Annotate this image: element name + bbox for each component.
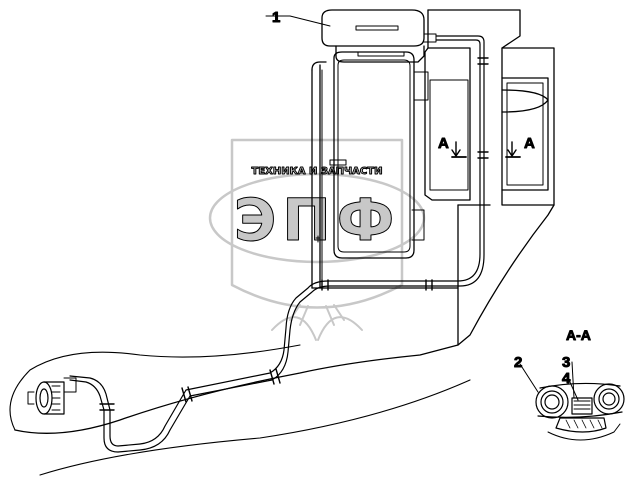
- body-outline: [14, 9, 555, 434]
- leader-3: [571, 361, 575, 399]
- leader-1: [265, 15, 331, 27]
- cab-door: [333, 51, 415, 259]
- ac-unit: [321, 9, 437, 63]
- callout-3: 3: [562, 354, 570, 371]
- section-markers: [451, 141, 521, 158]
- callout-2: 2: [514, 354, 522, 371]
- ac-unit-base: [335, 45, 425, 63]
- tractor-body: [9, 9, 555, 476]
- cab: [311, 47, 471, 289]
- watermark-main-text: ЭПФ: [234, 186, 401, 254]
- callout-leaders: [265, 15, 579, 401]
- pipe-main-outer: [69, 35, 485, 453]
- section-view: [535, 382, 625, 441]
- section-view-title: A-A: [566, 327, 591, 343]
- pipe-main-inner: [69, 39, 481, 447]
- callout-4: 4: [562, 370, 571, 387]
- callout-1: 1: [272, 9, 280, 26]
- compressor: [27, 377, 77, 415]
- leader-4: [568, 379, 579, 401]
- section-label-right: A: [524, 135, 535, 152]
- watermark-top-text: ТЕХНИКА И ЗАПЧАСТИ: [252, 166, 383, 177]
- leader-2: [519, 363, 539, 393]
- ac-unit-top: [321, 9, 425, 47]
- section-label-left: A: [438, 135, 449, 152]
- refrigerant-pipes: [69, 35, 489, 453]
